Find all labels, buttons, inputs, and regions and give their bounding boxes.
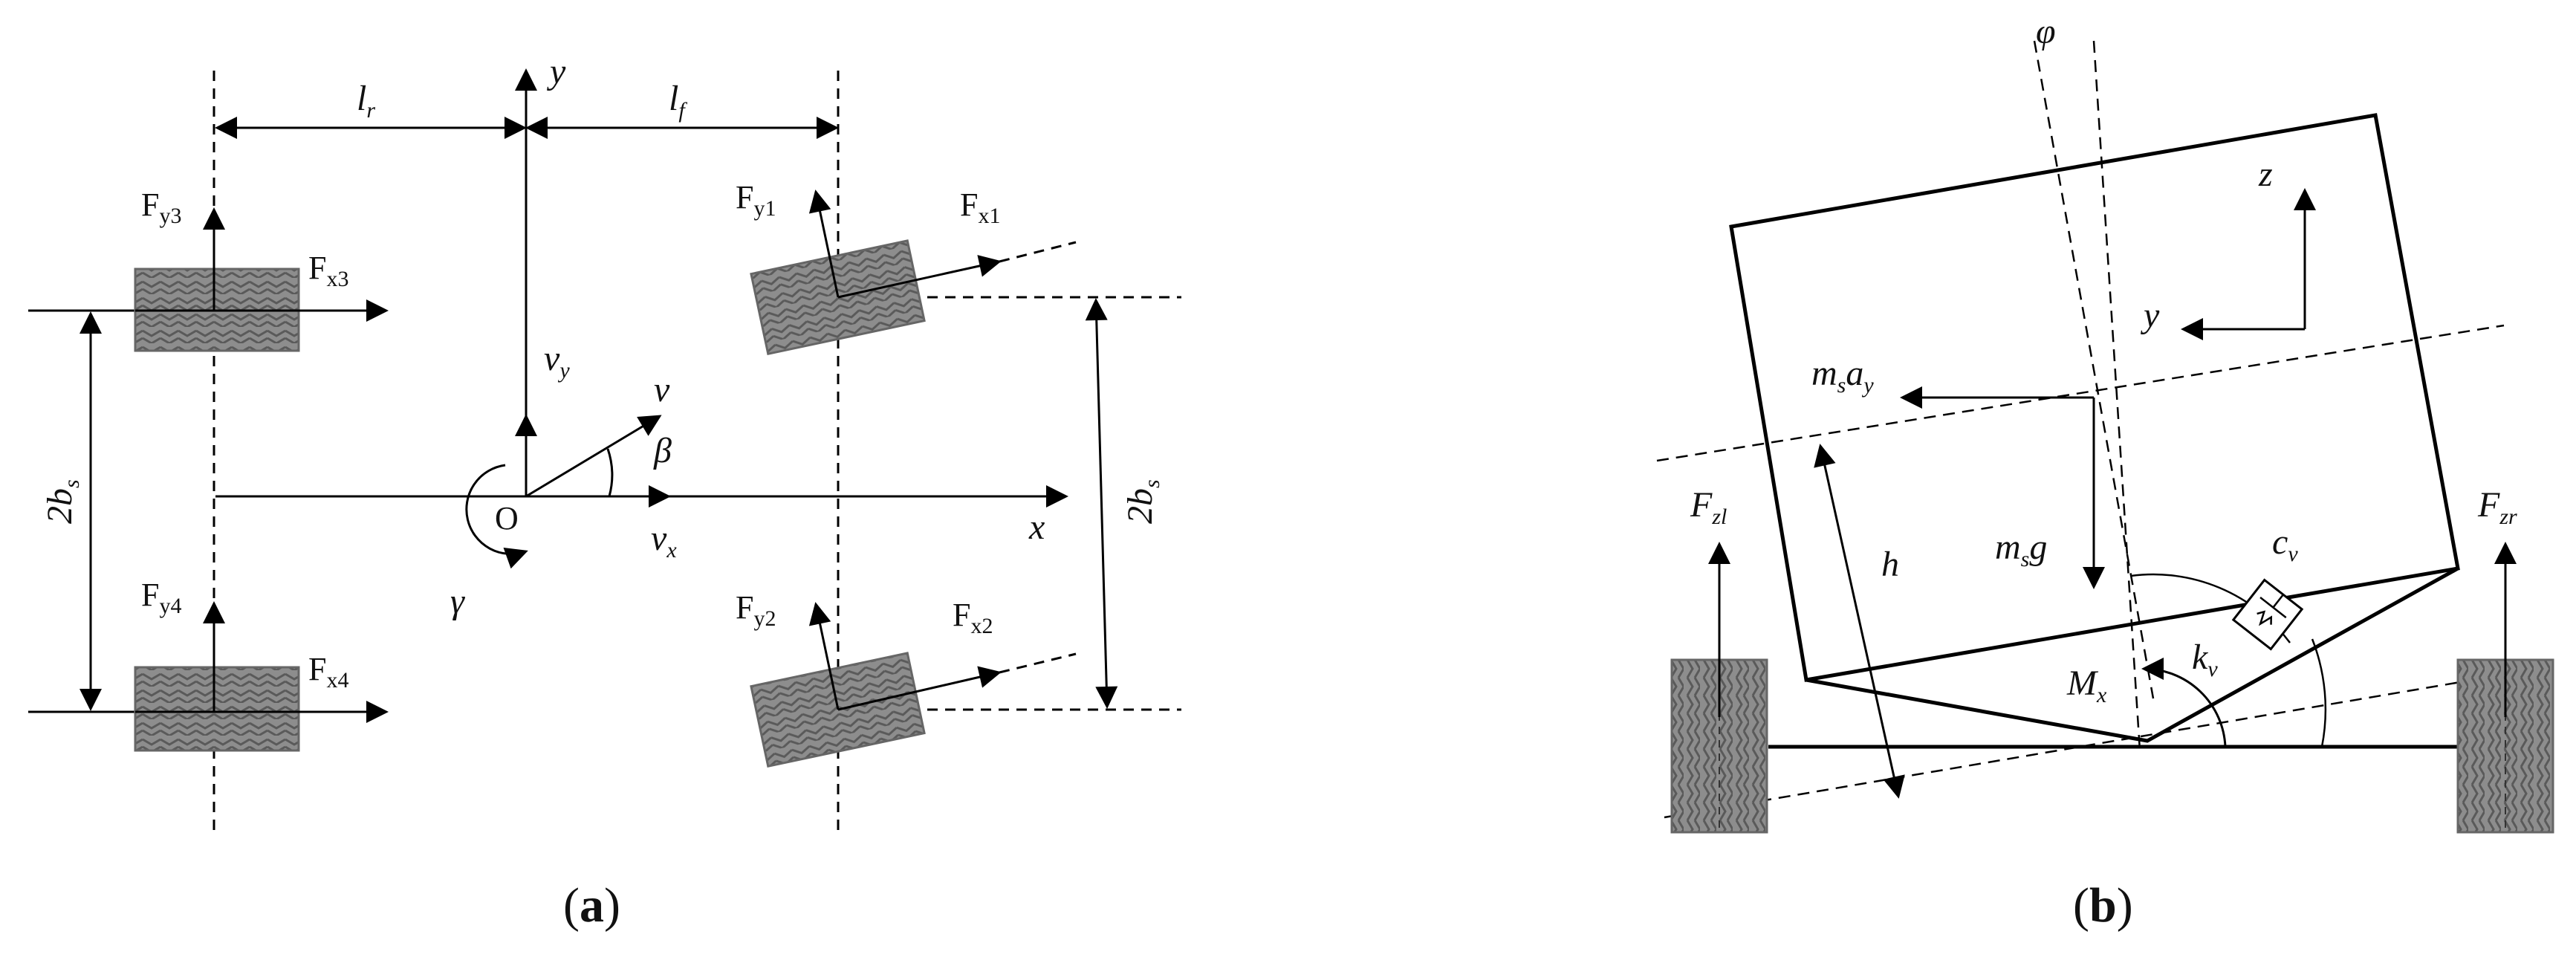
v-label: v <box>654 370 670 409</box>
msg-label: msg <box>1995 528 2047 571</box>
fx2-dashed-extension <box>999 652 1077 674</box>
mx-arc <box>2141 657 2227 748</box>
msay-label: msay <box>1811 354 1874 398</box>
fx2-label: Fx2 <box>953 597 993 638</box>
b-y-axis-label: y <box>2140 296 2160 335</box>
sprung-mass-midline-dashed <box>1656 324 2505 462</box>
tilted-axis-dashed <box>2033 40 2155 699</box>
fx4-label: Fx4 <box>308 651 348 693</box>
fx1-dashed-extension <box>999 241 1077 263</box>
beta-label: β <box>653 431 672 470</box>
wheel-1 <box>750 239 926 356</box>
fzl-label: Fzl <box>1690 485 1727 529</box>
mx-label: Mx <box>2066 664 2107 707</box>
kv-label: kv <box>2192 638 2218 681</box>
panel-b-labels: φ z y msay msg h Fzl Fzr cv kv Mx (b) <box>1690 12 2517 933</box>
gamma-arc <box>465 464 528 569</box>
kv-angle-arc <box>2311 638 2327 748</box>
front-track-dimension <box>1085 298 1118 709</box>
panel-a-caption: (a) <box>563 878 620 933</box>
vy-label: vy <box>544 339 570 383</box>
panel-b <box>1656 40 2554 834</box>
origin-label: O <box>495 500 519 536</box>
fy4-label: Fy4 <box>141 577 181 618</box>
z-axis-label: z <box>2258 155 2273 194</box>
fx1-arrow <box>837 255 1002 299</box>
h-dimension <box>1814 444 1905 799</box>
fy2-label: Fy2 <box>736 589 776 631</box>
h-label: h <box>1881 545 1899 584</box>
suspension-links <box>1806 566 2459 743</box>
panel-b-caption: (b) <box>2073 878 2133 933</box>
panel-a-labels: lr lf y x O vy vx v β γ 2bs 2bs Fy3 Fx3 … <box>40 52 1164 933</box>
spring-damper <box>2231 578 2304 651</box>
rear-track-label: 2bs <box>40 479 84 524</box>
fx3-label: Fx3 <box>308 250 348 291</box>
v-arrow <box>525 415 662 498</box>
lr-label: lr <box>357 79 375 123</box>
vx-label: vx <box>651 519 677 562</box>
lf-label: lf <box>669 79 687 123</box>
gamma-label: γ <box>450 582 465 621</box>
fzr-label: Fzr <box>2477 485 2517 529</box>
fy2-arrow <box>808 602 840 710</box>
front-track-label: 2bs <box>1120 479 1164 524</box>
fx2-arrow <box>837 666 1002 711</box>
wheel-2 <box>750 652 926 768</box>
panel-a <box>28 68 1181 832</box>
phi-label: φ <box>2036 12 2056 51</box>
wheel-4 <box>134 666 300 752</box>
y-axis-label: y <box>546 52 566 91</box>
x-axis-label: x <box>1028 508 1045 547</box>
fy1-arrow <box>808 189 840 298</box>
fx1-label: Fx1 <box>960 187 1000 228</box>
cv-label: cv <box>2272 522 2298 566</box>
fy1-label: Fy1 <box>736 179 776 221</box>
true-vertical-dashed <box>2092 40 2141 751</box>
beta-arc <box>606 448 614 497</box>
fy3-label: Fy3 <box>141 187 181 228</box>
